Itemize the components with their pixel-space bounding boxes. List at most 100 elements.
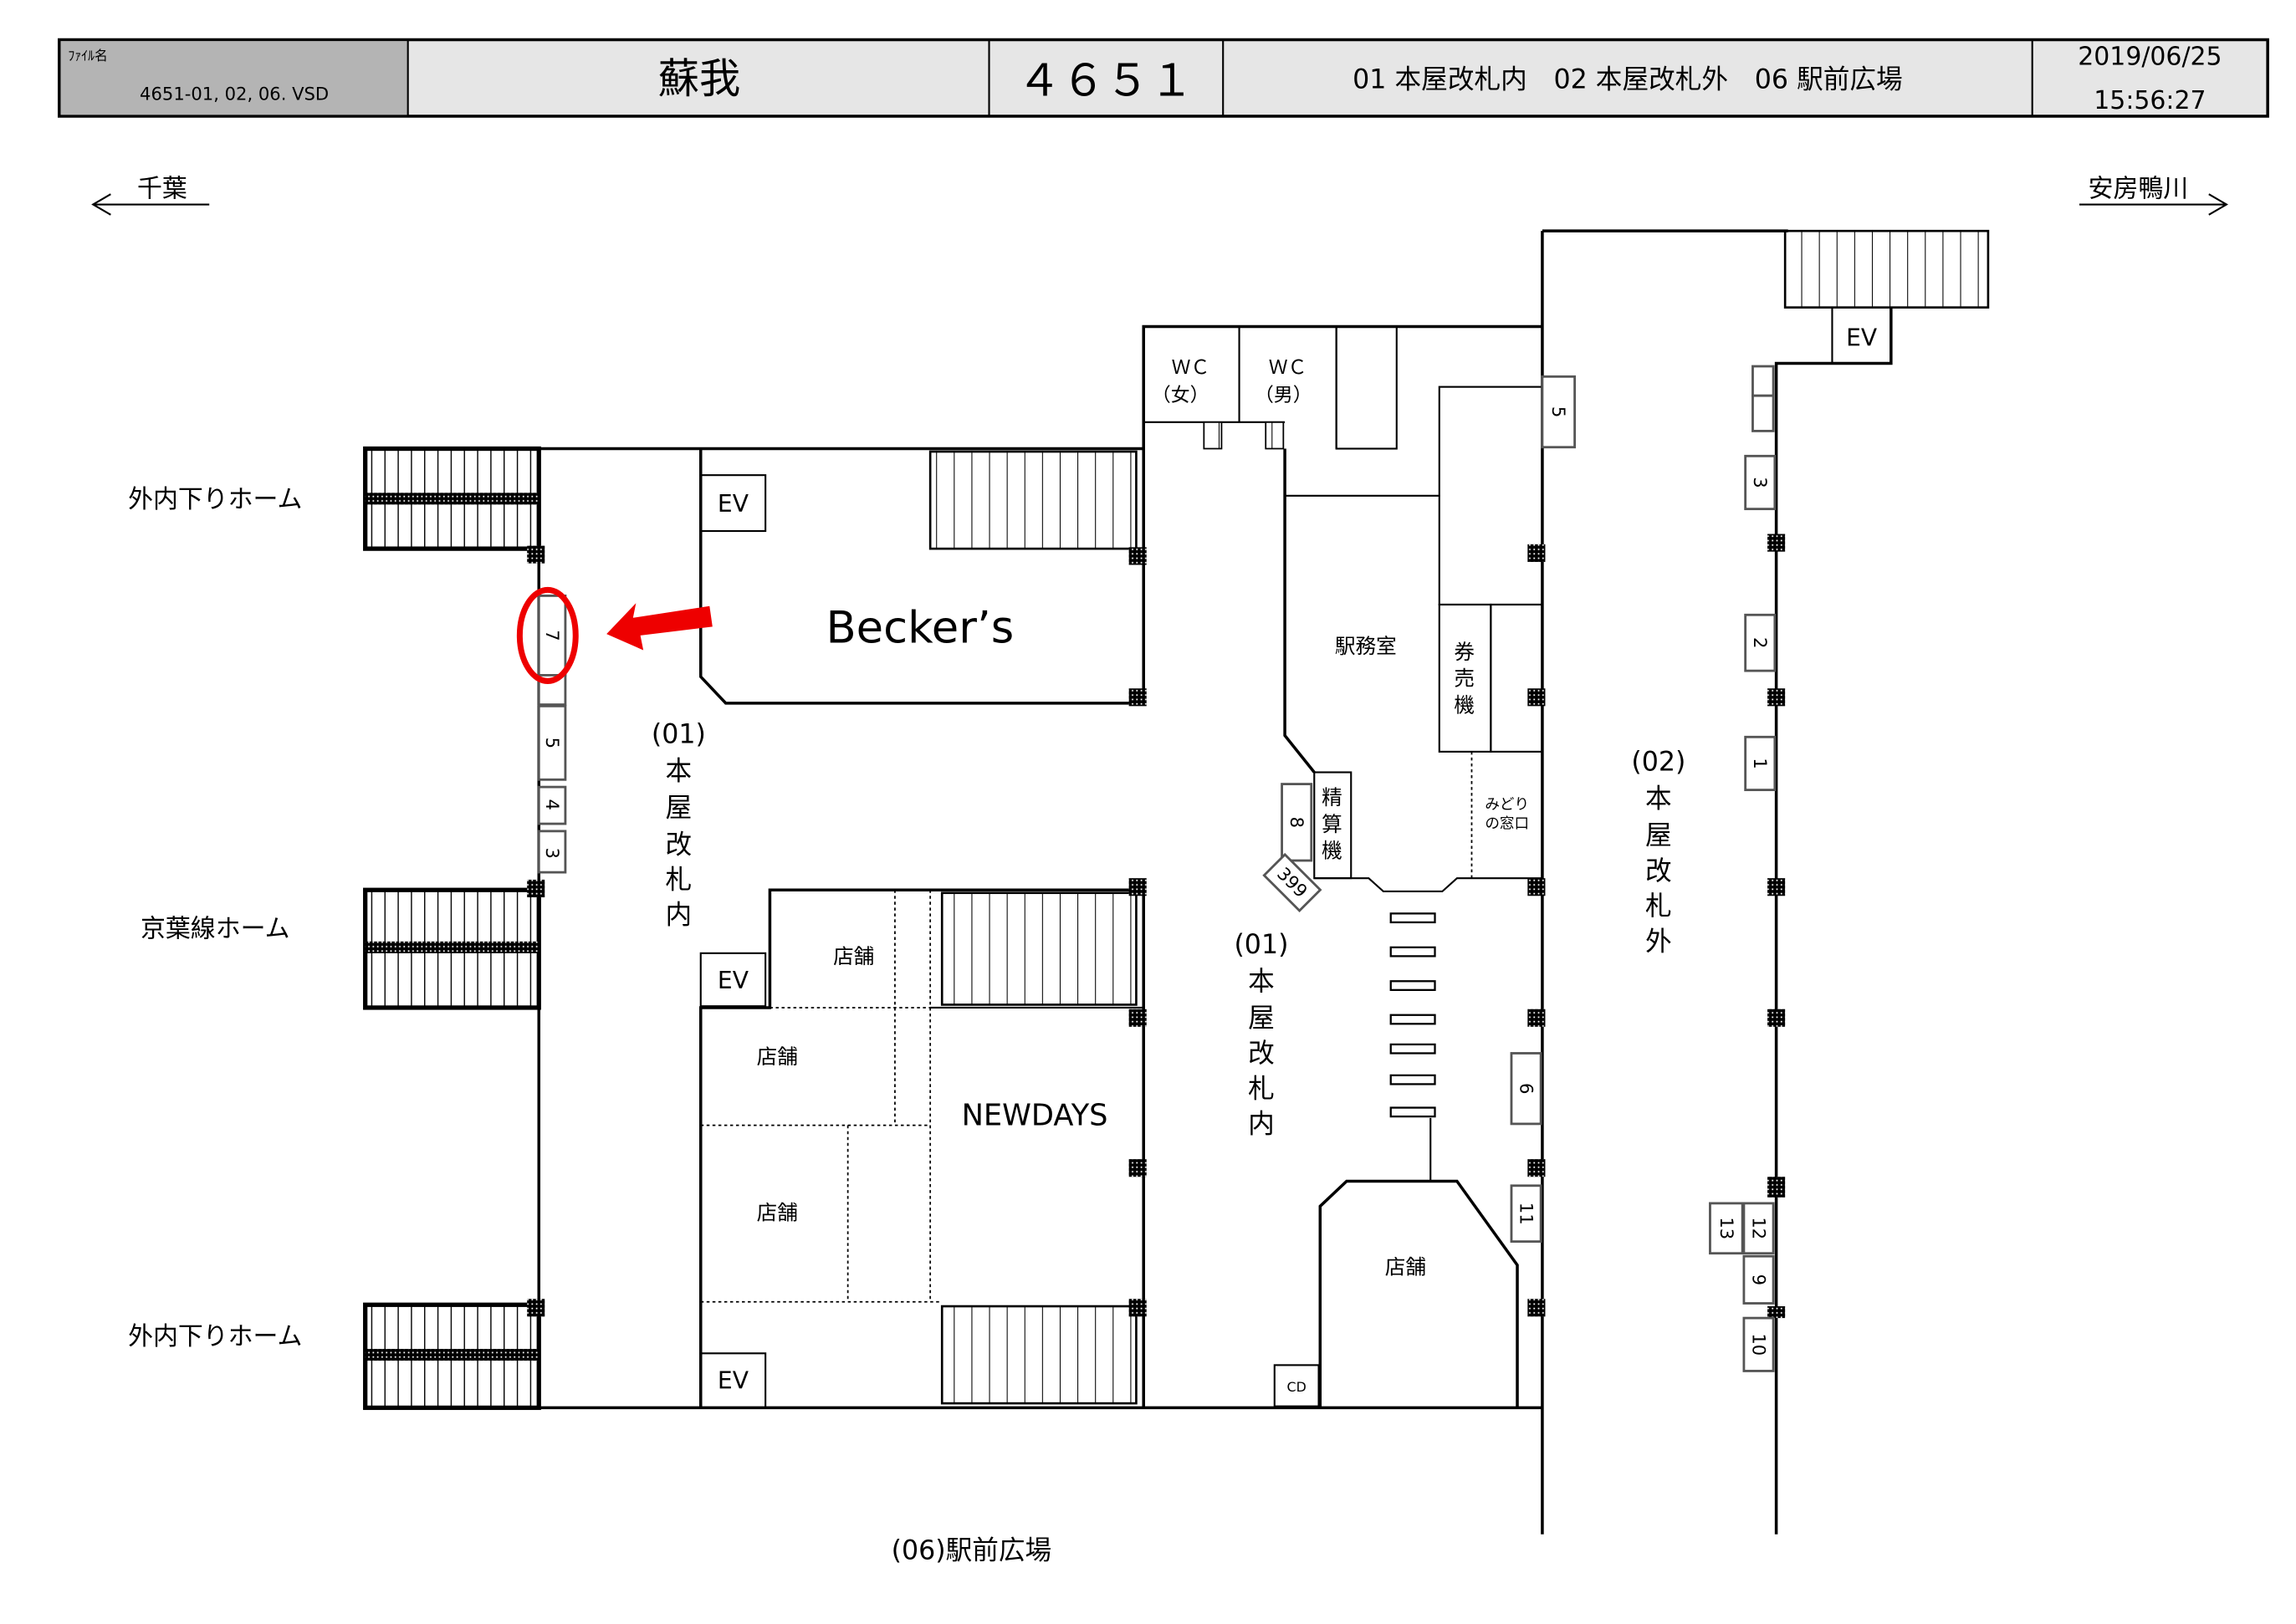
- area-char: 札: [1645, 891, 1672, 922]
- fare-machine-label: 機: [1322, 839, 1342, 863]
- spot-marker: 4: [537, 785, 567, 825]
- area-char: 本: [1645, 784, 1672, 815]
- spot-marker: 3: [1744, 454, 1777, 511]
- spot-marker: 6: [1510, 1052, 1542, 1126]
- beckers-label: Becker’s: [826, 603, 1014, 654]
- station-code: ４６５１: [1017, 55, 1194, 106]
- area-char: 内: [666, 901, 693, 931]
- station-name: 蘇我: [658, 54, 741, 103]
- elevator-label: EV: [718, 490, 749, 518]
- spot-number: 5: [542, 738, 563, 748]
- elevator-label: EV: [718, 1367, 749, 1395]
- plaza-label: (06)駅前広場: [892, 1536, 1052, 1566]
- platform-label: 外内下りホーム: [128, 1322, 302, 1351]
- office-label: 駅務室: [1335, 634, 1397, 658]
- spot-marker: 13: [1709, 1202, 1744, 1255]
- spot-marker: 10: [1742, 1316, 1775, 1372]
- highlight-marker: [516, 586, 713, 684]
- date: 2019/06/25: [2078, 42, 2222, 71]
- fare-machine-label: 算: [1322, 812, 1342, 836]
- highlight-arrow-icon: [606, 603, 713, 651]
- spot-number: 1: [1750, 758, 1771, 769]
- spot-number: 2: [1750, 637, 1771, 648]
- area-number: (01): [652, 719, 706, 749]
- spot-marker: 5: [1541, 375, 1577, 449]
- file-name: 4651-01, 02, 06. VSD: [140, 84, 329, 105]
- platform-label: 京葉線ホーム: [141, 915, 289, 944]
- ticket-machine-label: 売: [1454, 666, 1475, 691]
- title-block: ﾌｧｲﾙ名 4651-01, 02, 06. VSD 蘇我 ４６５１ 01 本屋…: [58, 38, 2269, 118]
- shop-label: 店舗: [1385, 1254, 1426, 1279]
- area-char: 本: [1248, 967, 1275, 997]
- wc-male-label: ＷＣ: [1269, 357, 1307, 379]
- ticket-gates: [1389, 912, 1436, 1118]
- direction-left-label: 千葉: [137, 175, 187, 204]
- stairs: [363, 229, 1990, 1411]
- highlight-circle: [516, 586, 579, 684]
- direction-right-label: 安房鴨川: [2089, 175, 2189, 204]
- area-char: 屋: [1645, 821, 1672, 851]
- spot-marker: 12: [1742, 1202, 1775, 1255]
- midori-label: みどり: [1485, 796, 1529, 813]
- tactile-blocks: [527, 534, 1786, 1319]
- spot-markers: 7 5 4 3 8 399 6 11 5 3 2 1 12 13 9 10: [537, 365, 1777, 1372]
- spot-marker: 3: [537, 830, 567, 874]
- spot-number: 3: [542, 848, 563, 859]
- spot-number: 8: [1286, 817, 1307, 828]
- arrow-right-icon: [2079, 193, 2228, 216]
- area-char: 本: [666, 756, 693, 786]
- spot-number: 9: [1748, 1274, 1769, 1285]
- area-label-inside-b: (01) 本 屋 改 札 内: [1234, 930, 1288, 1140]
- spot-marker: 1: [1744, 735, 1777, 792]
- spot-number: 12: [1748, 1217, 1769, 1239]
- area-char: 札: [666, 865, 693, 895]
- area-label-inside-a: (01) 本 屋 改 札 内: [652, 719, 706, 930]
- spot-marker: 9: [1742, 1254, 1775, 1305]
- area-char: 改: [666, 830, 693, 860]
- area-char: 改: [1248, 1039, 1275, 1069]
- spot-marker: 8: [1281, 783, 1313, 862]
- spot-number: 5: [1548, 406, 1569, 417]
- area-char: 外: [1645, 927, 1672, 957]
- midori-label: の窓口: [1485, 815, 1529, 832]
- spot-number: 11: [1516, 1203, 1537, 1225]
- elevator: EV: [699, 474, 767, 533]
- elevator-label: EV: [1846, 324, 1877, 351]
- spot-marker: 11: [1510, 1184, 1542, 1244]
- spot-marker: 2: [1744, 613, 1777, 672]
- ticket-machine-label: 券: [1454, 640, 1475, 664]
- arrow-left-icon: [91, 193, 210, 216]
- elevator-label: EV: [718, 967, 749, 994]
- shop-label: 店舗: [757, 1200, 798, 1224]
- area-list: 01 本屋改札内 02 本屋改札外 06 駅前広場: [1353, 65, 1903, 95]
- spot-marker: 7: [537, 595, 567, 677]
- wc-female-label: ＷＣ: [1172, 357, 1210, 379]
- area-label-outside: (02) 本 屋 改 札 外: [1631, 748, 1685, 958]
- time: 15:56:27: [2094, 86, 2206, 115]
- spot-number: 3: [1750, 477, 1771, 488]
- wc-female-label: （女）: [1152, 385, 1209, 406]
- fare-machine-label: 精: [1322, 785, 1342, 809]
- area-number: (01): [1234, 930, 1288, 960]
- wc-male-label: （男）: [1255, 385, 1312, 406]
- direction-left: 千葉: [91, 175, 210, 216]
- shop-label: 店舗: [833, 944, 874, 968]
- area-char: 改: [1645, 856, 1672, 886]
- spot-number: 10: [1748, 1333, 1769, 1356]
- elevator: EV: [699, 952, 767, 1008]
- newdays-label: NEWDAYS: [962, 1099, 1108, 1133]
- walls: [365, 229, 1893, 1535]
- area-char: 札: [1248, 1074, 1275, 1104]
- cd-label: CD: [1287, 1379, 1307, 1395]
- ticket-machine-label: 機: [1454, 692, 1475, 717]
- area-number: (02): [1631, 748, 1685, 778]
- spot-number: 4: [542, 799, 563, 809]
- spot-number: 6: [1516, 1083, 1537, 1094]
- elevator: EV: [699, 1352, 767, 1409]
- spot-marker: 5: [537, 704, 567, 781]
- spot-marker: 399: [1262, 852, 1322, 913]
- file-label: ﾌｧｲﾙ名: [68, 48, 108, 64]
- spot-number: 13: [1716, 1217, 1737, 1239]
- platform-label: 外内下りホーム: [128, 485, 302, 514]
